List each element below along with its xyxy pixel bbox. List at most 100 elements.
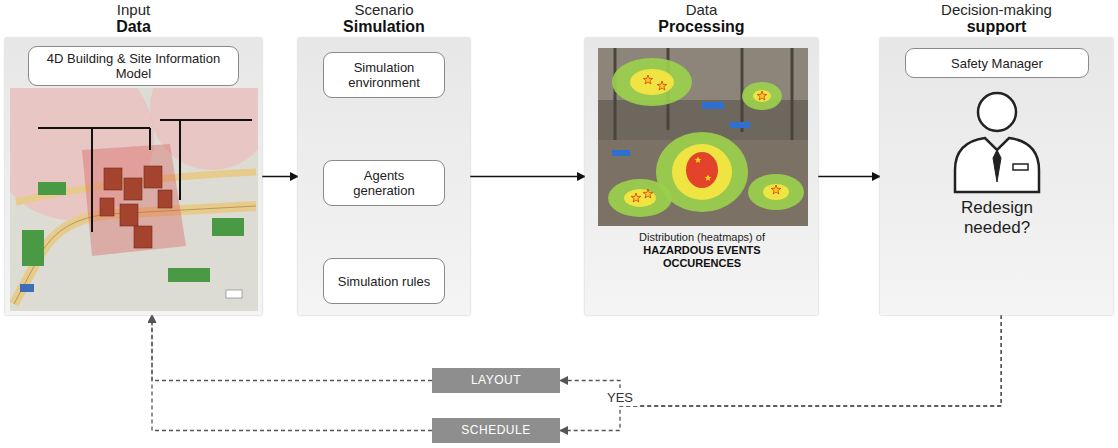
person-body [955,138,1039,192]
heat-zone-low [742,82,782,110]
stage-body: Redesign needed? [937,198,1057,238]
person-icon [955,93,1039,192]
storage-area [38,182,66,195]
stage-heading: Simulation [278,18,490,36]
stage-heading: Data [0,18,282,36]
storage-area [212,218,244,236]
flow-arrow [818,176,880,178]
model-box: 4D Building & Site Information Model [28,46,239,86]
site-cabin [226,290,242,298]
stage-body: Distribution (heatmaps) ofHAZARDOUS EVEN… [617,231,787,270]
crane-jib [160,119,252,121]
stage-heading-group: InputData [0,1,282,36]
photo-column [791,48,794,140]
tag-text: SCHEDULE [461,423,530,438]
feedback-tag: LAYOUT [432,368,560,393]
storage-area [168,268,210,282]
site-road [16,172,256,202]
building-block [100,198,114,216]
site-cabin [20,284,34,292]
process-box: Simulation environment [323,52,445,98]
flow-arrow [262,176,298,178]
edge-label: YES [607,390,633,405]
crane-radius [150,88,258,170]
photo-columns [615,48,792,140]
event-star [643,75,653,84]
person-head [978,93,1016,131]
stage-heading-group: DataProcessing [565,1,838,36]
stage-panel: DataProcessingDistribution (heatmaps) of… [585,38,818,315]
heat-blob [742,82,782,110]
stage-panel: ScenarioSimulationSimulation environment… [298,38,470,315]
building-block [158,190,172,208]
heat-zone-mid [672,144,732,200]
building-block [134,226,152,248]
hazard-zone [82,144,186,256]
stage-panel: Decision-makingsupportRedesign needed?Sa… [880,38,1113,315]
stage-heading: Scenario [278,1,490,18]
crane-jib [149,128,151,150]
photo-floor [598,140,808,226]
photo-column [614,48,617,140]
photo-structure [598,48,808,100]
event-star [643,189,653,198]
box-text: Agents generation [332,168,436,198]
site-ground [10,88,258,311]
photo-ground [598,48,808,226]
crane-jib [38,127,150,129]
feedback-connector [560,315,1001,431]
heat-zone-low [608,179,672,217]
caption-text: Distribution (heatmaps) of [617,231,787,244]
heat-blob [612,58,692,106]
building-blocks [100,166,172,248]
building-block [124,178,142,200]
event-star [631,193,641,202]
event-star [771,185,781,194]
stage-panel: InputData4D Building & Site Information … [5,38,262,315]
box-text: Simulation rules [338,274,431,289]
stage-heading: support [860,18,1118,36]
heat-zone-mid [753,90,771,102]
stage-heading: Data [565,1,838,18]
photo-column [741,48,744,132]
building-block [104,168,122,190]
caption-text: HAZARDOUS EVENTS OCCURENCES [617,244,787,270]
heat-zone-low [748,174,804,210]
event-star [693,155,703,164]
crane-radius [10,88,154,220]
stage-heading-group: Decision-makingsupport [860,1,1118,36]
event-star [703,173,713,182]
crane-mast [91,128,93,232]
heat-zone-mid [763,184,789,200]
flow-arrow [470,176,585,178]
heat-zone-low [612,58,692,106]
photo-column [667,48,670,130]
stage-heading: Processing [565,18,838,36]
box-text: 4D Building & Site Information Model [37,51,230,81]
heat-zone-low [656,132,748,212]
edge-label-patch: YES [602,388,638,406]
worker-marker [612,150,630,156]
box-text: Safety Manager [951,56,1043,71]
building-block [120,204,138,226]
event-star [757,91,767,100]
stage-heading: Input [0,1,282,18]
site-road [14,206,256,304]
building-block [144,166,162,188]
crane [38,120,252,232]
storage-area [22,230,44,266]
heatmap-photo [598,48,808,226]
feedback-connector [152,315,432,431]
box-text: Simulation environment [332,60,436,90]
heat-zone-high [686,152,718,188]
stage-heading: Decision-making [860,1,1118,18]
heat-blob [748,174,804,210]
person-badge [1013,164,1028,170]
heat-zone-mid [630,69,674,95]
site-road [14,206,256,304]
stage-heading-group: ScenarioSimulation [278,1,490,36]
heat-blob [656,132,748,212]
role-box: Safety Manager [905,48,1089,78]
